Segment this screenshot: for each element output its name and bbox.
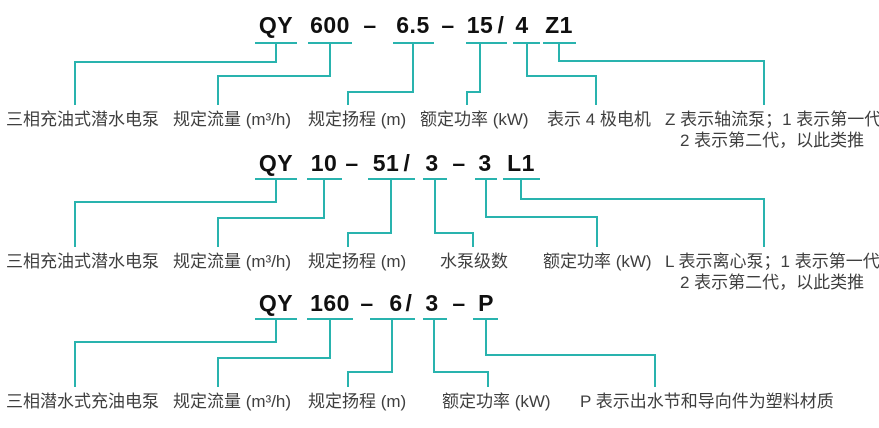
model-token-slash: / <box>403 150 411 176</box>
part-label-power: 额定功率 (kW) <box>543 252 652 271</box>
connector-line <box>526 44 597 105</box>
model-token: 4 <box>515 12 529 38</box>
model-token: QY <box>258 12 294 38</box>
part-label-flow: 规定流量 (m³/h) <box>173 392 292 411</box>
model-token-dash: – <box>452 150 466 176</box>
connector-line <box>485 180 598 247</box>
part-label-flow: 规定流量 (m³/h) <box>173 110 292 129</box>
part-label-pump-type: 三相充油式潜水电泵 <box>6 252 159 271</box>
model-token: P <box>478 290 494 316</box>
model-token: 600 <box>310 12 350 38</box>
connector-line <box>558 44 765 105</box>
connector-line <box>217 320 331 387</box>
connector-line <box>217 180 325 247</box>
model-token: QY <box>258 150 294 176</box>
part-label-pump-type: 三相充油式潜水电泵 <box>6 110 159 129</box>
part-label-pump-type: 三相潜水式充油电泵 <box>6 392 159 411</box>
part-label-flow: 规定流量 (m³/h) <box>173 252 292 271</box>
model-token: 3 <box>425 290 439 316</box>
model-token-dash: – <box>363 12 377 38</box>
part-label-stages: 水泵级数 <box>440 252 508 271</box>
model-token-slash: / <box>497 12 505 38</box>
part-label-suffix-line1: Z 表示轴流泵；1 表示第一代 <box>665 110 879 129</box>
connector-line <box>347 44 414 105</box>
model-token: 6.5 <box>396 12 430 38</box>
part-label-suffix-line2: 2 表示第二代，以此类推 <box>680 131 865 150</box>
part-label-head: 规定扬程 (m) <box>308 110 407 129</box>
part-label-head: 规定扬程 (m) <box>308 392 407 411</box>
part-label-suffix: P 表示出水节和导向件为塑料材质 <box>580 392 834 411</box>
model-token: QY <box>258 290 294 316</box>
connector-line <box>347 320 393 387</box>
model-token-slash: / <box>405 290 413 316</box>
model-token-dash: – <box>345 150 359 176</box>
connector-line <box>485 320 656 387</box>
model-token: 6 <box>389 290 403 316</box>
model-token: 3 <box>478 150 492 176</box>
connector-line <box>74 180 277 247</box>
connector-line <box>433 320 489 387</box>
connector-line <box>434 180 474 247</box>
connector-line <box>74 44 277 105</box>
part-label-power: 额定功率 (kW) <box>420 110 529 129</box>
connector-line <box>217 44 331 105</box>
model-token: 160 <box>310 290 350 316</box>
connector-line <box>74 320 277 387</box>
part-label-head: 规定扬程 (m) <box>308 252 407 271</box>
model-token: 10 <box>310 150 338 176</box>
part-label-poles: 表示 4 极电机 <box>547 110 651 129</box>
model-token: 3 <box>425 150 439 176</box>
model-token: L1 <box>507 150 535 176</box>
part-label-suffix-line1: L 表示离心泵；1 表示第一代 <box>665 252 879 271</box>
model-token-dash: – <box>441 12 455 38</box>
model-token-dash: – <box>360 290 374 316</box>
model-token: 51 <box>372 150 400 176</box>
model-token: Z1 <box>545 12 573 38</box>
part-label-suffix-line2: 2 表示第二代，以此类推 <box>680 273 865 292</box>
model-token-dash: – <box>452 290 466 316</box>
connector-line <box>347 180 392 247</box>
part-label-power: 额定功率 (kW) <box>442 392 551 411</box>
model-token: 15 <box>466 12 494 38</box>
connector-line <box>520 180 765 247</box>
connector-line <box>466 44 481 105</box>
